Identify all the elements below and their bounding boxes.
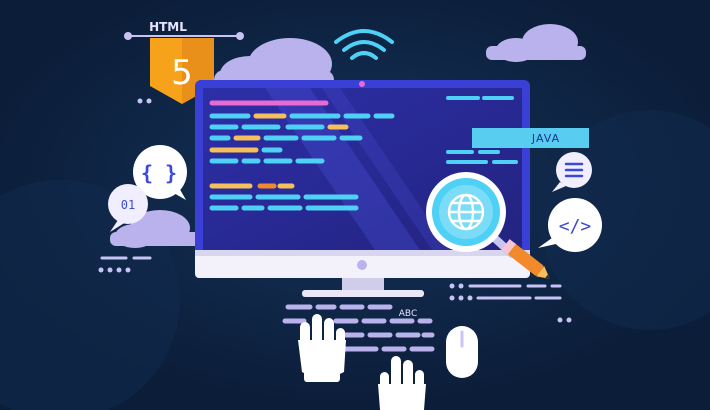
decor-dashes — [100, 256, 562, 300]
keyboard-label: ABC — [399, 309, 417, 319]
cloud-top-right — [486, 24, 586, 62]
magnifier-icon — [426, 172, 516, 258]
mouse-icon — [446, 326, 478, 378]
html-badge-number: 5 — [171, 53, 193, 93]
menu-icon — [564, 162, 584, 178]
java-label-text: JAVA — [531, 132, 560, 145]
globe-icon — [447, 193, 485, 231]
code-lines — [209, 96, 518, 211]
hand-icon-left — [298, 314, 346, 382]
braces-bubble: { } — [133, 145, 187, 200]
braces-label: { } — [141, 161, 177, 185]
monitor-stand — [342, 278, 384, 290]
monitor — [195, 80, 530, 297]
binary-label: 01 — [121, 198, 135, 212]
cloud-bottom-left — [110, 210, 200, 248]
keyboard: ABC — [282, 304, 435, 352]
code-tag-bubble: </> — [538, 198, 602, 252]
wifi-icon — [334, 29, 394, 60]
java-label: JAVA — [472, 128, 589, 148]
menu-bubble — [552, 152, 592, 192]
hand-icon-right — [378, 356, 426, 410]
decor-dots — [98, 98, 572, 323]
keyboard-keys — [282, 304, 435, 352]
monitor-power-button — [357, 260, 367, 270]
binary-bubble: 01 — [108, 184, 148, 232]
html5-badge: HTML 5 — [124, 20, 244, 104]
code-tag-label: </> — [559, 216, 592, 237]
html-badge-label: HTML — [149, 20, 187, 34]
pencil-icon — [501, 239, 550, 279]
monitor-camera — [359, 81, 365, 87]
monitor-base — [302, 290, 424, 297]
